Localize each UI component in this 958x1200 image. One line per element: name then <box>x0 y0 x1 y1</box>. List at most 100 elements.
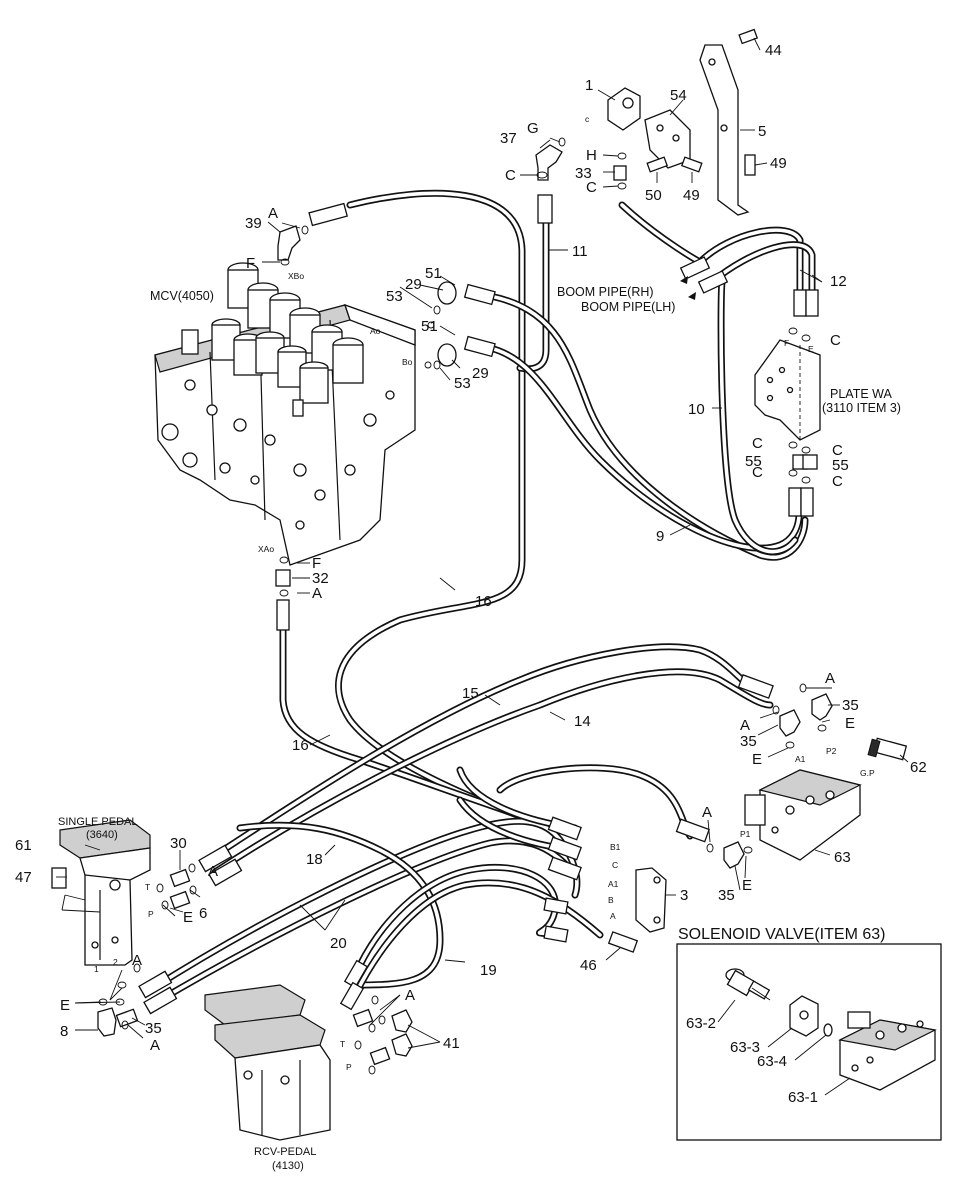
port-p-rcv: P <box>346 1062 352 1072</box>
single-pedal-label: SINGLE PEDAL <box>58 816 137 828</box>
letter-e-4: E <box>183 909 193 926</box>
inset-oring-63-4 <box>823 1023 833 1037</box>
callout-35-a: 35 <box>842 697 859 714</box>
letter-c-2: C <box>505 167 516 184</box>
port-t-single: T <box>145 882 150 892</box>
fitting-6 <box>169 890 191 910</box>
callout-8: 8 <box>60 1023 68 1040</box>
callout-37: 37 <box>500 130 517 147</box>
callout-29-a: 29 <box>405 276 422 293</box>
callout-15: 15 <box>462 685 479 702</box>
fitting-39 <box>277 225 301 261</box>
letter-a-9: A <box>405 987 415 1004</box>
letter-a-6: A <box>208 863 218 880</box>
callout-35-c: 35 <box>718 887 735 904</box>
letter-e-3: E <box>742 877 752 894</box>
inset-part-63-4: 63-4 <box>757 1053 787 1070</box>
pressure-switch-62 <box>867 737 908 761</box>
letter-e-5: E <box>60 997 70 1014</box>
callout-11: 11 <box>572 243 588 260</box>
letter-c-6: C <box>752 464 763 481</box>
plate-wa <box>754 339 821 470</box>
clamp-29a <box>437 281 457 305</box>
callout-16-b: 16 <box>292 737 309 754</box>
port-f: F <box>784 338 789 348</box>
letter-a-8: A <box>150 1037 160 1054</box>
callout-20: 20 <box>330 935 347 952</box>
port-gp: G.P <box>860 768 875 778</box>
port-b1: B1 <box>610 842 621 852</box>
block-1 <box>607 87 641 131</box>
port-c-block: C <box>612 860 618 870</box>
port-labels: XBo Ao Bo XAo c F E A1 P2 G.P P1 B1 C A1… <box>94 114 875 1072</box>
fitting-37 <box>535 144 563 181</box>
letter-a-2: A <box>312 585 322 602</box>
callout-5: 5 <box>758 123 766 140</box>
callout-61: 61 <box>15 837 32 854</box>
callout-32: 32 <box>312 570 329 587</box>
single-pedal-ref: (3640) <box>86 829 118 841</box>
callout-53-a: 53 <box>386 288 403 305</box>
port-p1: P1 <box>740 829 751 839</box>
letter-a-7: A <box>132 952 142 969</box>
fitting-35-top <box>811 693 833 721</box>
bolt-50 <box>646 156 669 173</box>
inset-title: SOLENOID VALVE(ITEM 63) <box>678 926 885 943</box>
letter-f-1: F <box>246 255 255 272</box>
port-e: E <box>808 344 814 354</box>
port-1: 1 <box>94 964 99 974</box>
letter-e-1: E <box>845 715 855 732</box>
fitting-8 <box>97 1007 117 1037</box>
bolt-49a <box>680 156 703 173</box>
inset-part-63-3: 63-3 <box>730 1039 760 1056</box>
letter-g: G <box>527 120 539 137</box>
mcv-label: MCV(4050) <box>150 289 214 303</box>
mcv-ports <box>161 379 395 530</box>
letter-f-2: F <box>312 555 321 572</box>
fitting-35-mid <box>779 709 801 737</box>
boom-pipe-arrows <box>680 276 696 300</box>
bolt-47 <box>51 867 67 889</box>
callout-10: 10 <box>688 401 705 418</box>
boom-pipe-rh-label: BOOM PIPE(RH) <box>557 285 654 299</box>
callout-44: 44 <box>765 42 782 59</box>
callout-35-d: 35 <box>145 1020 162 1037</box>
rcv-pedal <box>204 984 331 1141</box>
callout-19: 19 <box>480 962 497 979</box>
callout-3: 3 <box>680 887 688 904</box>
callout-16-a: 16 <box>475 593 492 610</box>
port-a-block: A <box>610 911 616 921</box>
port-a1-block: A1 <box>608 879 619 889</box>
hose-end-fittings <box>138 194 819 1015</box>
single-pedal <box>59 819 151 966</box>
port-xbo: XBo <box>288 271 304 281</box>
port-2: 2 <box>113 957 118 967</box>
letter-a-5: A <box>702 804 712 821</box>
callout-30: 30 <box>170 835 187 852</box>
letter-h: H <box>586 147 597 164</box>
letter-c-4: C <box>752 435 763 452</box>
letter-c-1: C <box>586 179 597 196</box>
letter-a-3: A <box>825 670 835 687</box>
callout-62: 62 <box>910 759 927 776</box>
callout-49-b: 49 <box>770 155 787 172</box>
callout-33: 33 <box>575 165 592 182</box>
port-a1: A1 <box>795 754 806 764</box>
letter-c-7: C <box>832 473 843 490</box>
callout-55-a: 55 <box>745 453 762 470</box>
inset-coil-63-2 <box>725 968 771 1001</box>
fitting-30 <box>169 868 191 888</box>
callout-53-b: 53 <box>454 375 471 392</box>
rcv-pedal-ref: (4130) <box>272 1160 304 1172</box>
callout-35-b: 35 <box>740 733 757 750</box>
inset-solenoid-detail <box>676 943 942 1141</box>
callout-1: 1 <box>585 77 593 94</box>
fitting-35-pedal <box>115 1008 139 1028</box>
solenoid-valve-63 <box>744 769 862 861</box>
callout-49-a: 49 <box>683 187 700 204</box>
callout-41: 41 <box>443 1035 460 1052</box>
fitting-33 <box>613 165 627 181</box>
letter-e-2: E <box>752 751 762 768</box>
callout-29-b: 29 <box>472 365 489 382</box>
